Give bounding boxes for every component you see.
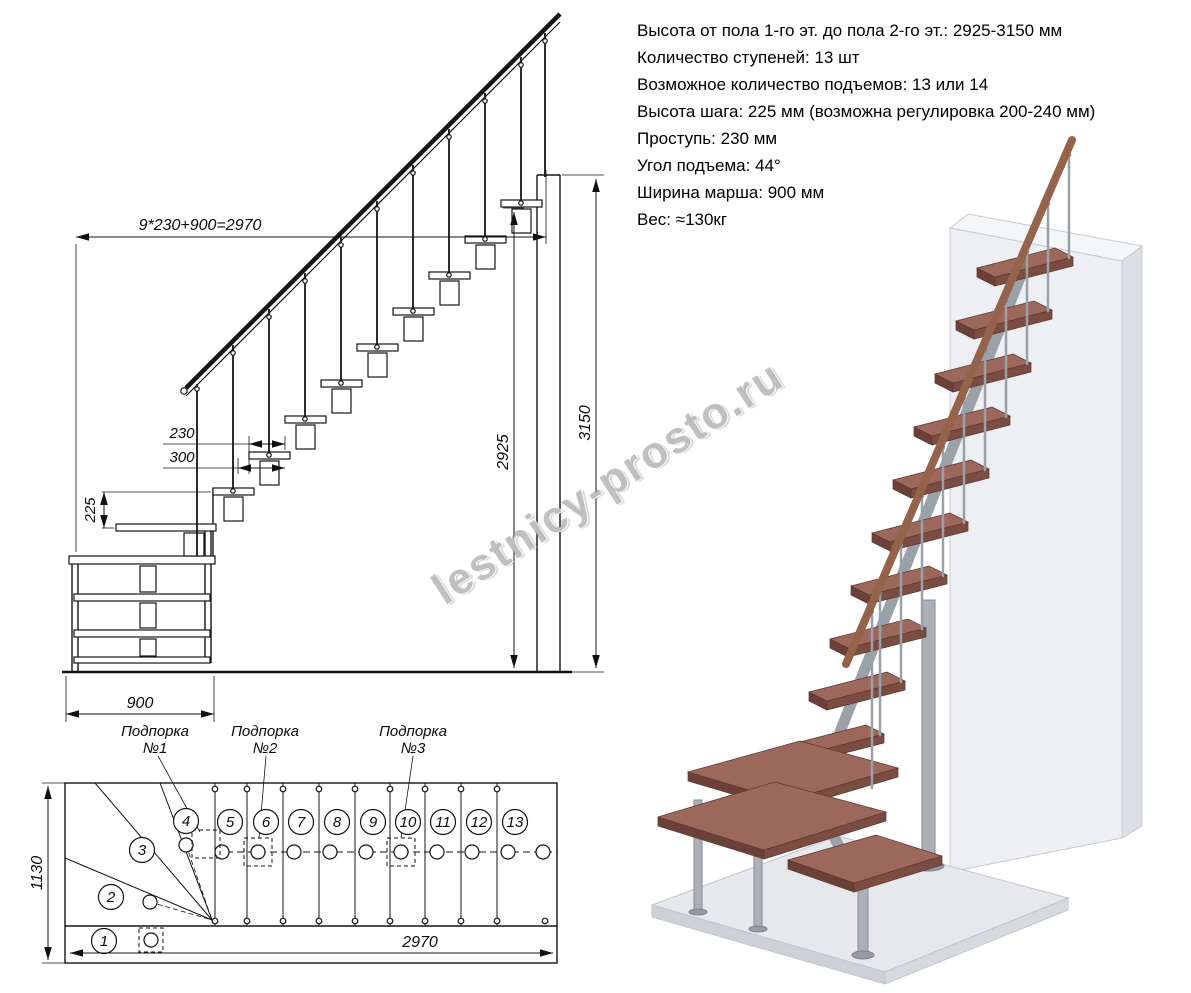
spec-line: Угол подъема: 44° — [637, 156, 781, 175]
dim-total-run: 9*230+900=2970 — [139, 217, 262, 234]
svg-text:9: 9 — [369, 814, 378, 831]
wall — [948, 213, 1144, 873]
plan-step-8: 8 — [323, 808, 351, 836]
plan-step-9: 9 — [359, 808, 387, 836]
plan-step-3: 3 — [128, 836, 156, 864]
specs-panel: Высота от пола 1-го эт. до пола 2-го эт.… — [637, 17, 1095, 233]
plan-dimensions: 1130 2970 — [29, 782, 553, 964]
dim-total-height: 3150 — [577, 405, 594, 441]
spec-line: Проступь: 230 мм — [637, 129, 778, 148]
svg-text:1: 1 — [100, 933, 108, 950]
dim-tread-depth: 230 — [168, 425, 195, 442]
balusters-3d — [869, 148, 1072, 790]
elevation-entry-frame — [68, 488, 216, 672]
plan-step-4: 4 — [172, 807, 200, 835]
spec-line: Вес: ≈130кг — [637, 210, 728, 229]
render-3d — [650, 136, 1144, 985]
spec-line: Высота от пола 1-го эт. до пола 2-го эт.… — [637, 21, 1063, 40]
plan-tread-boundaries — [211, 783, 549, 926]
plan-step-12: 12 — [465, 808, 493, 836]
dim-flight-height: 2925 — [495, 434, 512, 471]
svg-text:7: 7 — [297, 814, 306, 831]
svg-text:2: 2 — [106, 889, 116, 906]
plan-step-5: 5 — [216, 808, 244, 836]
plan-step-2: 2 — [97, 883, 125, 911]
svg-text:6: 6 — [262, 814, 271, 831]
spec-line: Возможное количество подъемов: 13 или 14 — [637, 75, 989, 94]
plan-step-6: 6 — [252, 808, 280, 836]
plan-step-1: 1 — [90, 927, 118, 955]
plan-step-7: 7 — [287, 808, 315, 836]
elevation-view: 9*230+900=2970 3150 2925 230 300 225 — [62, 12, 604, 722]
svg-text:13: 13 — [507, 814, 524, 831]
support-columns — [688, 599, 945, 960]
plan-step-10: 10 — [394, 808, 422, 836]
dim-step-height: 225 — [82, 497, 99, 524]
svg-text:11: 11 — [435, 814, 451, 831]
elevation-dimensions: 9*230+900=2970 3150 2925 230 300 225 — [65, 170, 604, 722]
svg-text:8: 8 — [333, 814, 342, 831]
elevation-railing — [180, 12, 562, 556]
svg-text:12: 12 — [471, 814, 488, 831]
plan-module-markers — [142, 837, 557, 948]
svg-text:10: 10 — [400, 814, 417, 831]
dim-plan-width: 1130 — [29, 856, 46, 891]
svg-text:4: 4 — [182, 813, 190, 830]
spec-line: Высота шага: 225 мм (возможна регулировк… — [637, 102, 1096, 121]
spec-line: Количество ступеней: 13 шт — [637, 48, 860, 67]
handrail-3d — [842, 136, 1076, 668]
plan-step-numbers: 1 2 3 4 5 6 7 8 9 10 11 12 13 — [90, 807, 529, 955]
spec-line: Ширина марша: 900 мм — [637, 183, 825, 202]
handrail-end-cap — [180, 387, 188, 395]
dim-module-length: 300 — [169, 449, 195, 466]
plan-step-11: 11 — [429, 808, 457, 836]
svg-text:5: 5 — [226, 814, 235, 831]
svg-text:3: 3 — [138, 842, 147, 859]
dim-entry-width: 900 — [127, 695, 154, 712]
dim-plan-length: 2970 — [401, 934, 438, 951]
plan-step-13: 13 — [501, 808, 529, 836]
